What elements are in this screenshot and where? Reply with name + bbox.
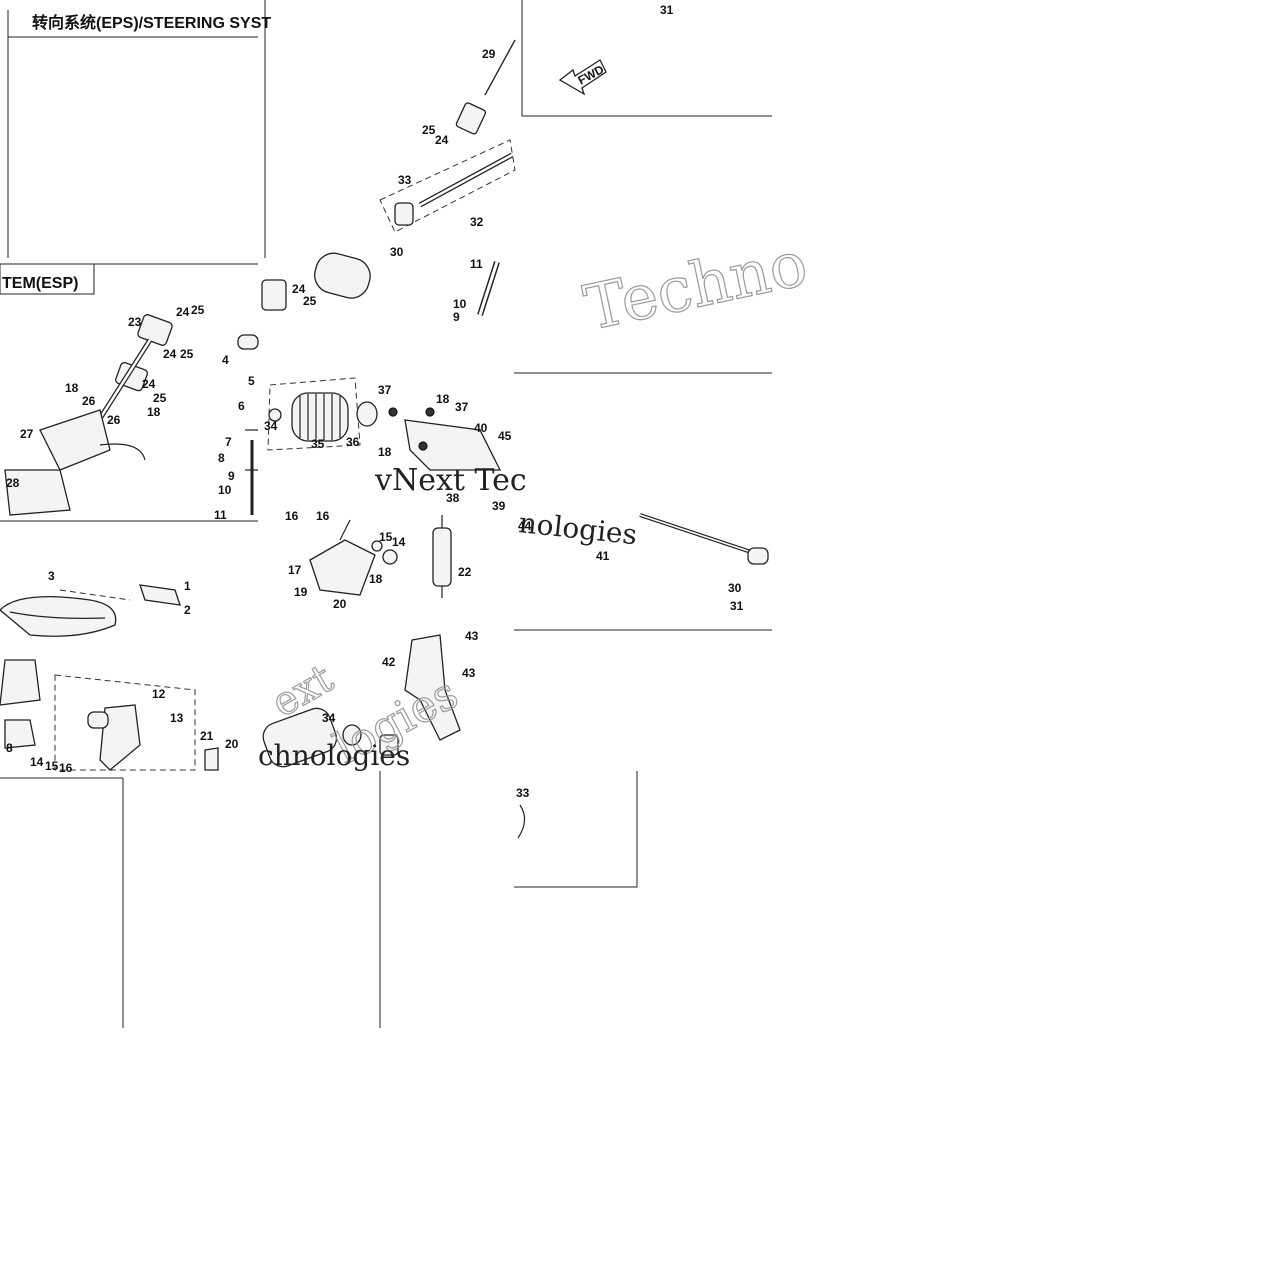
callout: 10 [453, 297, 467, 311]
title-eps: 转向系统(EPS)/STEERING SYST [32, 13, 271, 32]
callout: 20 [225, 737, 239, 751]
callout: 18 [369, 572, 383, 586]
callout: 23 [128, 315, 142, 329]
callout: 25 [153, 391, 167, 405]
callout: 9 [453, 310, 460, 324]
callout: 20 [333, 597, 347, 611]
callout: 43 [462, 666, 476, 680]
callout: 39 [492, 499, 506, 513]
watermark-vnext-tec: vNext Tec [374, 463, 527, 498]
callout: 18 [65, 381, 79, 395]
watermark-techno: Techno [578, 226, 813, 344]
callout: 42 [382, 655, 396, 669]
callout: 22 [458, 565, 472, 579]
callout: 2 [184, 603, 191, 617]
callout: 18 [436, 392, 450, 406]
callout: 43 [465, 629, 479, 643]
callout: 40 [474, 421, 488, 435]
callout: 11 [470, 257, 483, 271]
callout: 33 [398, 173, 412, 187]
callout: 26 [82, 394, 96, 408]
callout: 12 [152, 687, 166, 701]
callout: 24 [163, 347, 177, 361]
callout: 11 [214, 508, 227, 522]
watermark-chnologies: chnologies [258, 739, 410, 772]
callout: 16 [316, 509, 330, 523]
callout: 35 [311, 437, 325, 451]
callout: 24 [142, 377, 156, 391]
callout: 34 [264, 419, 278, 433]
callout: 28 [6, 476, 20, 490]
callout: 34 [322, 711, 336, 725]
callout: 7 [225, 435, 232, 449]
callout: 4 [222, 353, 229, 367]
callout: 24 [292, 282, 306, 296]
callout: 19 [294, 585, 308, 599]
callout: 36 [346, 435, 360, 449]
fwd-arrow-icon [558, 59, 607, 96]
callout: 8 [218, 451, 225, 465]
callout: 25 [303, 294, 317, 308]
callout: 41 [596, 549, 610, 563]
callouts: 31 29 25 24 33 32 30 11 10 9 24 25 23 24… [6, 3, 744, 800]
callout: 27 [20, 427, 34, 441]
callout: 14 [30, 755, 44, 769]
callout: 44 [518, 519, 532, 533]
title-esp: TEM(ESP) [2, 275, 78, 292]
callout: 17 [288, 563, 302, 577]
callout: 13 [170, 711, 184, 725]
callout: 15 [379, 530, 393, 544]
callout: 18 [378, 445, 392, 459]
callout: 21 [200, 729, 214, 743]
callout: 31 [660, 3, 674, 17]
watermark-nologies: nologies [517, 506, 638, 551]
callout: 18 [147, 405, 161, 419]
callout: 38 [446, 491, 460, 505]
callout: 30 [390, 245, 404, 259]
callout: 26 [107, 413, 121, 427]
callout: 16 [285, 509, 299, 523]
callout: 9 [228, 469, 235, 483]
callout: 24 [435, 133, 449, 147]
callout: 32 [470, 215, 484, 229]
callout: 8 [6, 741, 13, 755]
callout: 15 [45, 759, 59, 773]
callout: 14 [392, 535, 406, 549]
callout: 10 [218, 483, 232, 497]
callout: 6 [238, 399, 245, 413]
callout: 37 [378, 383, 392, 397]
callout: 3 [48, 569, 55, 583]
callout: 25 [191, 303, 205, 317]
tile-frames [0, 0, 772, 1028]
callout: 45 [498, 429, 512, 443]
callout: 5 [248, 374, 255, 388]
callout: 25 [422, 123, 436, 137]
callout: 24 [176, 305, 190, 319]
callout: 30 [728, 581, 742, 595]
callout: 1 [184, 579, 191, 593]
callout: 16 [59, 761, 73, 775]
parts-line-art [0, 39, 769, 839]
callout: 33 [516, 786, 530, 800]
callout: 31 [730, 599, 744, 613]
callout: 37 [455, 400, 469, 414]
callout: 25 [180, 347, 194, 361]
callout: 29 [482, 47, 496, 61]
